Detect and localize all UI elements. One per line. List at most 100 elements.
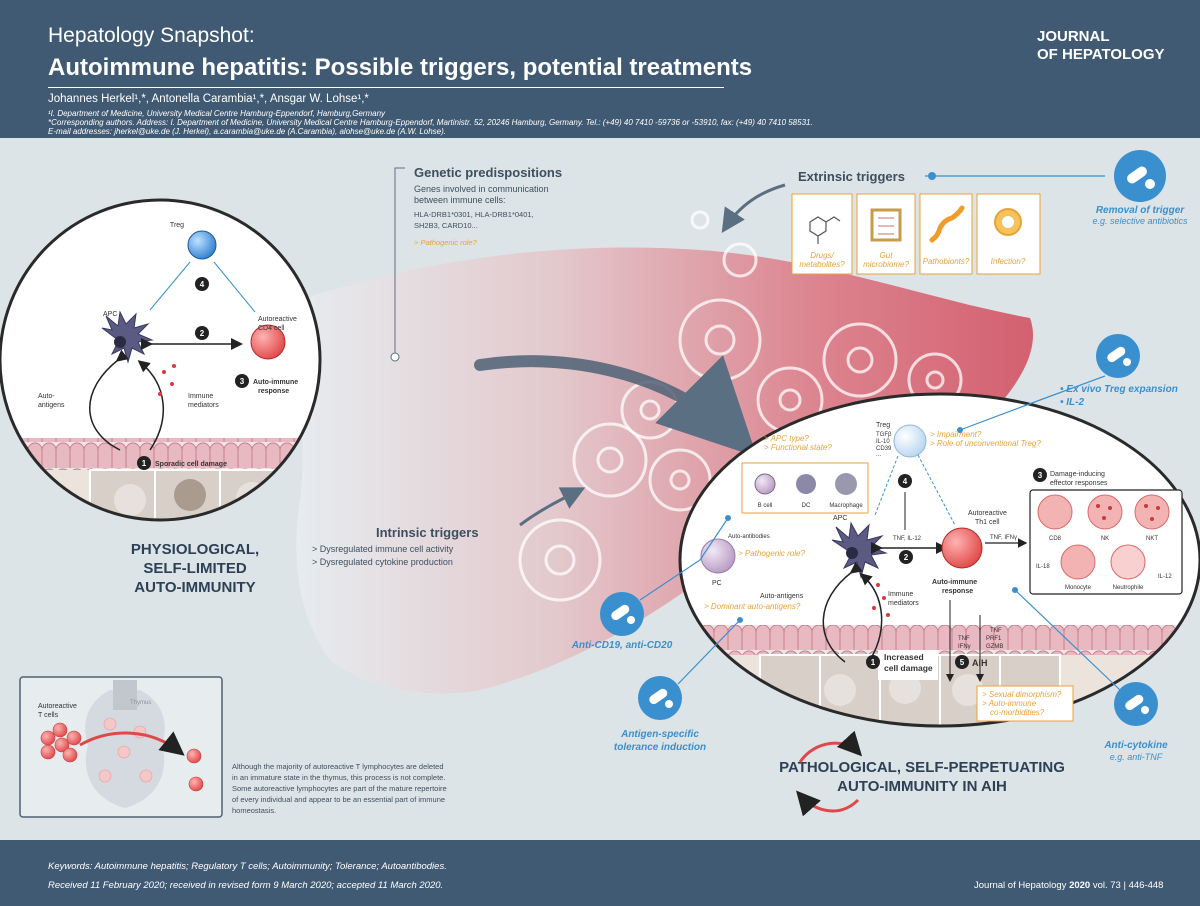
path-step-5: 5	[960, 658, 965, 667]
physiological-circle: Treg 4 APC 2 Autoreactive CD4 cell 3 Aut…	[0, 198, 322, 522]
path-neutrophile-cell	[1110, 544, 1146, 580]
path-cd8-label: CD8	[1049, 536, 1062, 542]
extrinsic-connector-dot	[928, 172, 936, 180]
treatment-treg: • Ex vivo Treg expansion • IL-2	[957, 334, 1178, 433]
flow-arrow-intrinsic	[519, 487, 586, 527]
virus-icon	[994, 208, 1022, 236]
thymus-caption-4: of every individual and appear to be an …	[232, 795, 445, 804]
phys-step-3-badge	[235, 374, 249, 388]
path-nkt-label: NKT	[1146, 536, 1158, 542]
phys-antigen-arrow	[89, 349, 129, 451]
path-step-3: 3	[1038, 471, 1043, 480]
path-step-4: 4	[903, 477, 908, 486]
affiliation: ¹I. Department of Medicine, University M…	[48, 109, 386, 118]
path-step-4-badge	[898, 474, 912, 488]
phys-autoreactive-2: CD4 cell	[258, 325, 285, 332]
intrinsic-item1: > Dysregulated immune cell activity	[312, 544, 454, 554]
path-apc-label: APC	[833, 515, 847, 522]
authors: Johannes Herkel¹,*, Antonella Carambia¹,…	[48, 93, 369, 105]
path-treg-cyt-2: IL-10	[876, 439, 890, 445]
path-step-1-badge	[866, 655, 880, 669]
path-bcell-label: B cell	[758, 503, 773, 509]
journal-logo-line1: JOURNAL	[1037, 28, 1110, 45]
phys-step-1: 1	[142, 459, 147, 468]
path-treg-label: Treg	[876, 422, 890, 429]
path-step-3-badge	[1033, 468, 1047, 482]
path-th1-1: Autoreactive	[968, 510, 1007, 517]
path-dc-icon	[796, 474, 816, 494]
path-macrophage-icon	[835, 473, 857, 495]
path-tnf-il12: TNF, IL-12	[893, 536, 922, 542]
thymus-caption-5: homeostasis.	[232, 806, 276, 815]
thymus-arrow	[79, 731, 185, 756]
path-prf1: PRF1	[986, 636, 1002, 642]
phys-step-1-badge	[137, 456, 151, 470]
path-macrophage-label: Macrophage	[829, 503, 863, 509]
bacteria-icon	[929, 205, 965, 243]
path-treg-cell	[893, 424, 927, 458]
phys-damage-label: Sporadic cell damage	[155, 461, 227, 468]
genetic-line1: Genes involved in communication	[414, 184, 549, 194]
cycle-arrow-bottom	[796, 790, 860, 817]
thymus-cells-inside	[98, 717, 153, 783]
extrinsic-boxes: Drugs/ metabolites? Gut microbiome? Path…	[791, 193, 1041, 275]
path-dc-label: DC	[802, 503, 811, 509]
path-antigen-arrow	[822, 561, 863, 663]
flow-arrow-main	[474, 355, 757, 457]
phys-step-2-badge	[195, 326, 209, 340]
path-damage-1: Increased	[884, 652, 924, 662]
pathological-ellipse: Treg TGFβ IL-10 CD39 ... > Impairment? >…	[678, 392, 1200, 728]
path-mediator-arrow	[859, 573, 883, 661]
thymus-caption-2: in an immature state in the thymus, this…	[232, 773, 445, 782]
path-step-2: 2	[904, 553, 909, 562]
received-dates: Received 11 February 2020; received in r…	[48, 880, 444, 891]
path-autoantibodies: Auto-antibodies	[728, 534, 770, 540]
genetic-genes1: HLA-DRB1*0301, HLA-DRB1*0401,	[414, 210, 534, 219]
path-apc-q2: > Functional state?	[764, 443, 832, 452]
phys-cd4-cell	[250, 324, 286, 360]
path-heading-1: PATHOLOGICAL, SELF-PERPETUATING	[779, 759, 1065, 776]
path-treg-cyt-3: CD39	[876, 446, 892, 452]
treatment-antigen-2: tolerance induction	[614, 742, 706, 753]
path-cd8-cell	[1037, 494, 1073, 530]
path-granules	[1096, 504, 1160, 521]
path-mediators-2: mediators	[888, 600, 919, 607]
path-damage-label-bg	[878, 650, 938, 680]
path-dominant-q: > Dominant auto-antigens?	[704, 602, 801, 611]
treatment-cd19-label: Anti-CD19, anti-CD20	[571, 640, 673, 651]
path-mediator-dots	[872, 583, 890, 617]
path-autoantigens: Auto-antigens	[760, 593, 804, 600]
treatment-cytokine-1: Anti-cytokine	[1103, 740, 1168, 751]
extrinsic-label-drugs-2: metabolites?	[799, 260, 845, 269]
phys-autoantigens-2: antigens	[38, 402, 65, 409]
path-apc-q1: > APC type?	[764, 434, 809, 443]
extrinsic-title: Extrinsic triggers	[798, 169, 905, 184]
phys-heading-3: AUTO-IMMUNITY	[134, 579, 255, 596]
phys-mediators-2: mediators	[188, 402, 219, 409]
path-il12: IL-12	[1158, 574, 1172, 580]
extrinsic-label-drugs-1: Drugs/	[810, 251, 834, 260]
path-heading-2: AUTO-IMMUNITY IN AIH	[837, 778, 1007, 795]
thymus-autoreactive-2: T cells	[38, 712, 59, 719]
path-tnf3: TNF	[990, 628, 1002, 634]
path-pathogenic-q: > Pathogenic role?	[738, 549, 805, 558]
snapshot-label: Hepatology Snapshot:	[48, 24, 255, 47]
path-step-1: 1	[871, 658, 876, 667]
path-pc-label: PC	[712, 580, 722, 587]
path-treg-cyt-4: ...	[876, 452, 881, 458]
path-aih-q2: > Auto-immune	[982, 699, 1037, 708]
phys-inhibit-t	[213, 261, 256, 313]
path-th1-2: Th1 cell	[975, 519, 1000, 526]
phys-mediator-arrow	[137, 360, 165, 451]
path-nk-label: NK	[1101, 536, 1109, 542]
path-treg-t-link	[917, 454, 956, 526]
phys-treg-label: Treg	[170, 222, 184, 229]
path-bcell-icon	[754, 473, 776, 495]
treatment-trigger-1: Removal of trigger	[1096, 205, 1185, 216]
treatment-treg-2: • IL-2	[1060, 397, 1084, 408]
treatment-cytokine-2: e.g. anti-TNF	[1110, 752, 1163, 762]
cycle-arrow-top	[798, 730, 863, 763]
path-ifn2: IFNγ	[958, 644, 971, 650]
phys-autoantigens-1: Auto-	[38, 393, 55, 400]
